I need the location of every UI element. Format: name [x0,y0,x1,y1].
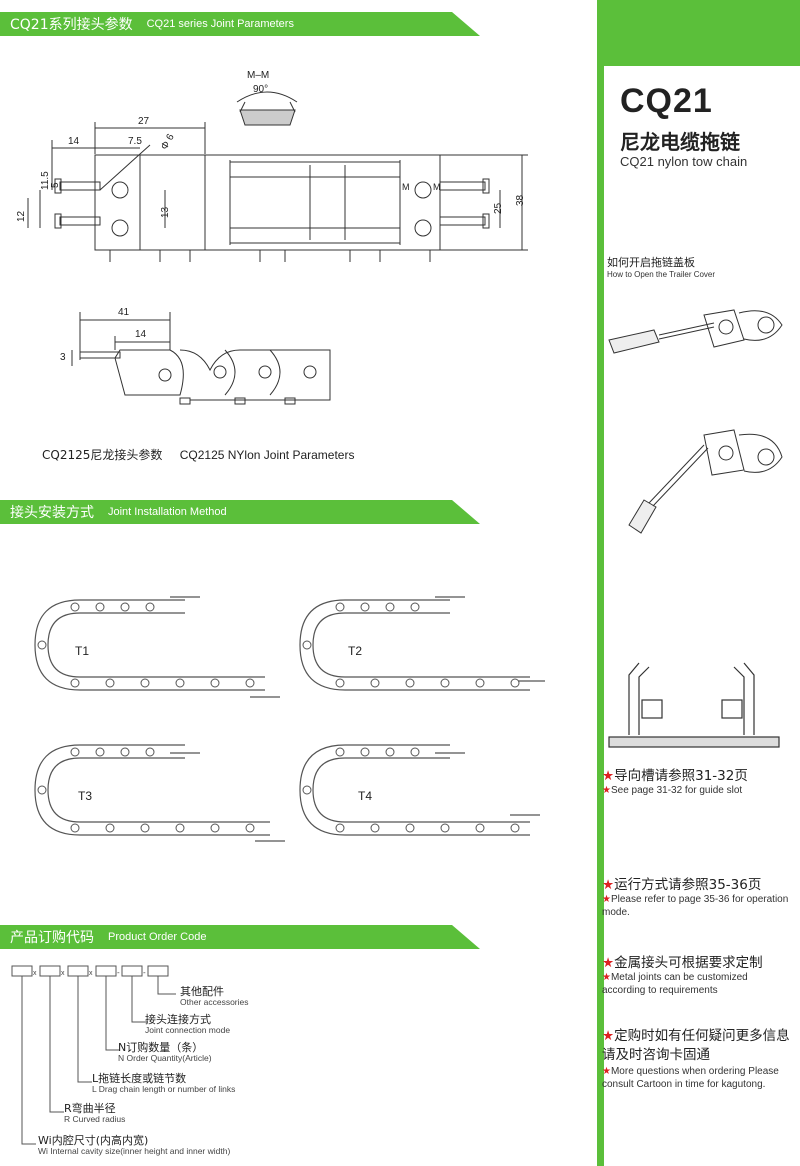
joint-drawing-2: 41 14 3 [60,307,331,405]
dim-3: 3 [60,352,66,363]
screwdriver-illustration-2 [628,429,783,534]
installation-diagrams: T1 T2 T3 T4 [34,596,545,842]
order-item-zh: R弯曲半径 [64,1102,116,1115]
banner-en: Product Order Code [108,931,207,943]
order-sep-3: x [89,970,93,977]
order-sep-2: x [61,970,65,977]
dim-38: 38 [515,194,526,206]
star-icon: ★ [602,785,611,796]
howto-label: 如何开启拖链盖板 How to Open the Trailer Cover [607,254,715,279]
screwdriver-illustration-1 [608,309,783,354]
dim-11-5: 11.5 [40,171,51,190]
note-zh: 定购时如有任何疑问更多信息请及时咨询卡固通 [602,1028,790,1063]
note-consult: ★定购时如有任何疑问更多信息请及时咨询卡固通 ★More questions w… [602,1027,792,1091]
note-en: More questions when ordering Please cons… [602,1066,779,1090]
order-item-en: Wi Internal cavity size(inner height and… [38,1146,231,1156]
dim-m-right: M [433,182,441,192]
order-item-zh: N订购数量（条） [118,1041,204,1054]
banner-zh: 产品订购代码 [10,930,94,946]
note-zh: 导向槽请参照31-32页 [614,768,748,784]
order-item-quantity: N订购数量（条） N Order Quantity(Article) [118,1042,212,1064]
banner-zh: CQ21系列接头参数 [10,17,133,33]
dim-25: 25 [493,202,504,214]
star-icon: ★ [602,972,611,983]
dim-27: 27 [138,116,150,127]
drawing2-caption: CQ2125尼龙接头参数 CQ2125 NYlon Joint Paramete… [42,446,354,463]
dim-14: 14 [68,136,80,147]
banner-zh: 接头安装方式 [10,505,94,521]
order-item-length: L拖链长度或链节数 L Drag chain length or number … [92,1073,235,1095]
install-type-t3: T3 [78,789,92,803]
dim-mm: M–M [247,70,269,81]
star-icon: ★ [602,877,615,893]
star-icon: ★ [602,1028,615,1044]
order-item-zh: L拖链长度或链节数 [92,1072,187,1085]
star-icon: ★ [602,1066,611,1077]
note-guide-slot: ★导向槽请参照31-32页 ★See page 31-32 for guide … [602,764,792,797]
right-white-panel [604,66,800,1166]
dim-41: 41 [118,307,130,318]
note-operation-mode: ★运行方式请参照35-36页 ★Please refer to page 35-… [602,873,792,919]
note-zh: 运行方式请参照35-36页 [614,877,762,893]
guide-slot-illustration [608,662,780,748]
dim-m-left: M [402,182,410,192]
howto-zh: 如何开启拖链盖板 [607,256,695,269]
joint-drawing-1: M–M 90° 27 14 7.5 Φ 6 11.5 5 12 13 25 38… [16,70,528,262]
dim-5: 5 [50,182,61,188]
order-sep-1: x [33,970,37,977]
note-en: Please refer to page 35-36 for operation… [602,894,789,918]
caption-zh: CQ2125尼龙接头参数 [42,448,163,462]
banner-en: CQ21 series Joint Parameters [146,18,294,30]
model-title: CQ21 [620,82,713,120]
star-icon: ★ [602,955,615,971]
order-item-zh: 其他配件 [180,985,224,998]
caption-en: CQ2125 NYlon Joint Parameters [179,448,355,462]
banner-en: Joint Installation Method [108,506,227,518]
star-icon: ★ [602,894,611,905]
dim-phi6: Φ 6 [159,132,177,152]
order-item-zh: Wi内腔尺寸(内高内宽) [38,1134,149,1147]
note-en: Metal joints can be customized according… [602,972,748,996]
dim-12: 12 [16,210,27,222]
order-item-other: 其他配件 Other accessories [180,986,249,1008]
order-item-en: Joint connection mode [145,1025,231,1035]
order-item-radius: R弯曲半径 R Curved radius [64,1103,125,1125]
dim-angle: 90° [253,84,268,95]
install-type-t1: T1 [75,644,89,658]
install-type-t2: T2 [348,644,362,658]
order-item-en: L Drag chain length or number of links [92,1084,236,1094]
joint-params-banner: CQ21系列接头参数 CQ21 series Joint Parameters [0,12,480,36]
order-item-cavity: Wi内腔尺寸(内高内宽) Wi Internal cavity size(inn… [38,1135,230,1157]
star-icon: ★ [602,768,615,784]
note-zh: 金属接头可根据要求定制 [614,955,763,971]
product-title-en: CQ21 nylon tow chain [620,154,748,169]
dim-7-5: 7.5 [128,136,142,147]
dim-13: 13 [160,206,171,218]
install-type-t4: T4 [358,789,372,803]
order-item-en: R Curved radius [64,1114,126,1124]
installation-banner: 接头安装方式 Joint Installation Method [0,500,480,524]
order-dash-1: - [117,968,120,977]
order-dash-2: - [143,968,146,977]
order-code-banner: 产品订购代码 Product Order Code [0,925,480,949]
order-item-zh: 接头连接方式 [145,1013,211,1026]
order-item-en: Other accessories [180,997,249,1007]
howto-en: How to Open the Trailer Cover [607,270,716,279]
note-en: See page 31-32 for guide slot [610,785,743,796]
order-code-diagram: x x x - - [11,965,176,1145]
order-item-en: N Order Quantity(Article) [118,1053,212,1063]
product-title-zh: 尼龙电缆拖链 [620,130,740,154]
dim-14b: 14 [135,329,147,340]
note-metal-joints: ★金属接头可根据要求定制 ★Metal joints can be custom… [602,951,792,997]
order-item-connection: 接头连接方式 Joint connection mode [145,1014,230,1036]
